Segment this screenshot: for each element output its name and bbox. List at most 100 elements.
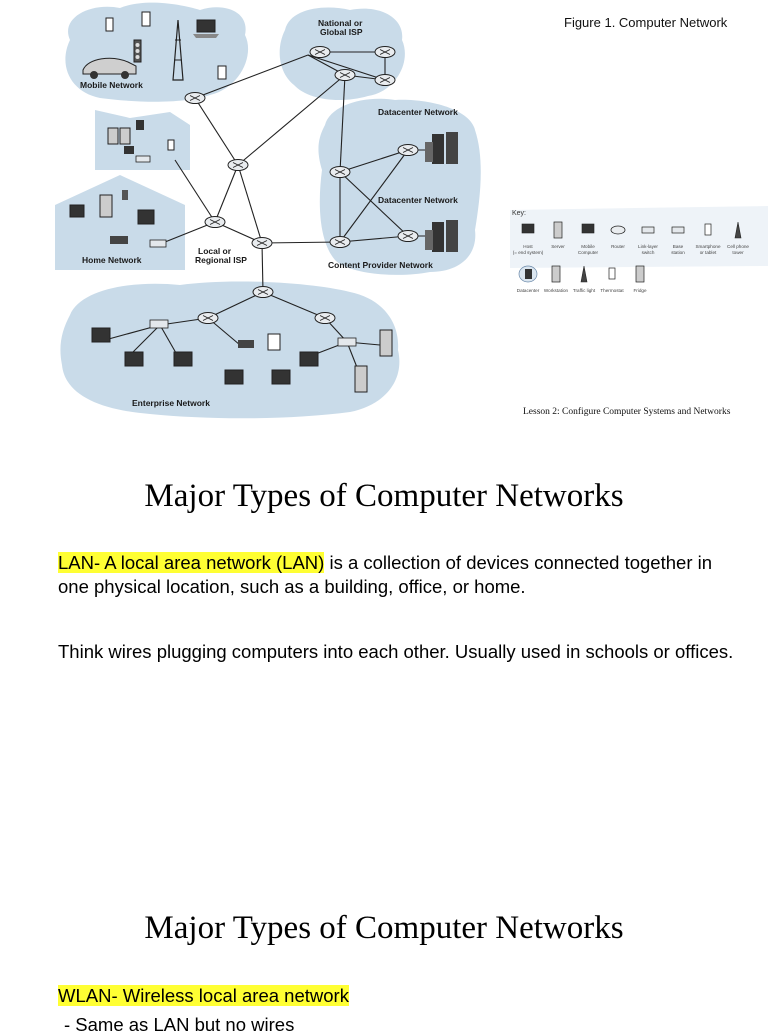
datacenter-network-label: Datacenter Network: [378, 107, 458, 117]
server-icon: [354, 365, 368, 393]
router-icon: [204, 216, 226, 228]
router-icon: [374, 46, 396, 58]
router-icon: [184, 92, 206, 104]
home-network-label: Home Network: [82, 255, 142, 265]
lesson-caption: Lesson 2: Configure Computer Systems and…: [523, 407, 731, 417]
content-provider-label: Content Provider Network: [328, 260, 433, 270]
lan-term-highlight: LAN- A local area network (LAN): [58, 552, 325, 573]
host-icon: [124, 351, 144, 367]
network-diagram: Mobile Network National or Global ISP Da…: [55, 2, 481, 419]
host-icon: [299, 351, 319, 367]
home-devices-upper: [107, 120, 175, 154]
lan-explanation: Think wires plugging computers into each…: [58, 641, 734, 662]
fridge-icon: [635, 265, 645, 283]
smartphone-icon: [141, 11, 151, 27]
router-icon: [197, 312, 219, 324]
home-network-cloud-upper: [95, 110, 190, 170]
wlan-term-highlight: WLAN- Wireless local area network: [58, 985, 349, 1006]
router-icon: [309, 46, 331, 58]
host-icon: [224, 369, 244, 385]
laptop-icon: [110, 236, 128, 244]
router-icon: [251, 237, 273, 249]
datacenter-network-label-2: Datacenter Network: [378, 195, 458, 205]
datacenter-servers: [425, 132, 458, 252]
router-icon: [314, 312, 336, 324]
traffic-light-icon: [580, 265, 588, 283]
national-isp-label-line2: Global ISP: [320, 27, 363, 37]
workstation-icon: [107, 127, 119, 145]
car-icon: [82, 57, 137, 79]
key-label: tower: [732, 250, 744, 255]
key-label: Smartphone: [695, 244, 720, 249]
cell-tower-icon: [734, 221, 742, 239]
switch-icon: [135, 155, 151, 163]
router-icon: [397, 144, 419, 156]
workstation-icon: [119, 127, 131, 145]
host-icon: [137, 209, 155, 225]
key-label: or tablet: [700, 250, 717, 255]
key-label: Link-layer: [638, 244, 658, 249]
key-label: Base: [673, 244, 684, 249]
routers: [184, 46, 419, 324]
traffic-light-icon: [133, 39, 142, 63]
cell-tower-icon: [172, 19, 184, 81]
enterprise-devices: [91, 327, 393, 393]
datacenter-icon: [518, 265, 538, 283]
section-2-heading: Major Types of Computer Networks: [144, 910, 624, 946]
national-isp-cloud: [279, 7, 405, 101]
wlan-paragraph: WLAN- Wireless local area network: [58, 984, 748, 1008]
lan-definition: is a collection of devices connected tog…: [58, 552, 713, 597]
switch-icon: [149, 239, 167, 248]
host-icon: [238, 340, 254, 348]
router-icon: [329, 166, 351, 178]
host-icon: [521, 223, 535, 234]
wlan-description-cut: - Same as LAN but no wires: [64, 1014, 295, 1035]
laptop-icon: [193, 19, 219, 38]
smartphone-icon: [105, 17, 114, 32]
national-isp-label-line1: National or: [318, 18, 363, 28]
key-row-2: Datacenter Workstation Traffic light Thermo…: [517, 265, 647, 293]
key-label: Server: [551, 244, 565, 249]
smartphone-icon: [704, 223, 712, 236]
server-icon: [553, 221, 563, 239]
mobile-devices: [82, 11, 227, 81]
key-label: Computer: [578, 250, 599, 255]
switches: [135, 155, 357, 347]
key-label: station: [671, 250, 685, 255]
switch-icon: [641, 226, 655, 234]
smartphone-icon: [217, 65, 227, 80]
key-label: switch: [642, 250, 655, 255]
key-label: Mobile: [581, 244, 595, 249]
key-label: Traffic light: [573, 288, 596, 293]
regional-isp-label-line2: Regional ISP: [195, 255, 247, 265]
router-icon: [610, 225, 626, 235]
router-icon: [252, 286, 274, 298]
key-label: Datacenter: [517, 288, 540, 293]
key-label: Fridge: [633, 288, 646, 293]
datacenter-icon: [425, 132, 458, 164]
enterprise-network-label: Enterprise Network: [132, 398, 210, 408]
laptop-icon: [136, 120, 144, 130]
key-label: Cell phone: [727, 244, 749, 249]
router-icon: [334, 69, 356, 81]
enterprise-network-cloud: [60, 281, 400, 419]
router-icon: [374, 74, 396, 86]
router-icon: [227, 159, 249, 171]
thermostat-icon: [122, 190, 128, 200]
workstation-icon: [551, 265, 561, 283]
workstation-icon: [99, 194, 113, 218]
switch-icon: [149, 319, 169, 329]
key-label: Thermostat: [600, 288, 624, 293]
figure-caption: Figure 1. Computer Network: [564, 15, 728, 30]
key-label: Host: [523, 244, 533, 249]
key-label: Router: [611, 244, 625, 249]
mobile-network-label: Mobile Network: [80, 80, 143, 90]
mobile-computer-icon: [581, 223, 595, 234]
key-label: Workstation: [544, 288, 569, 293]
router-icon: [397, 230, 419, 242]
datacenter-icon: [425, 220, 458, 252]
host-icon: [124, 146, 134, 154]
key-title: Key:: [512, 210, 526, 217]
